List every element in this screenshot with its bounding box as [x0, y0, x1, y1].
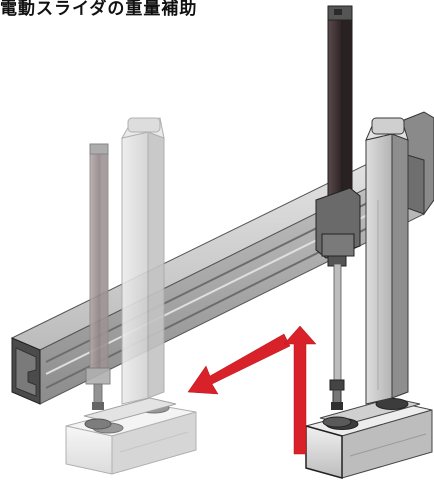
slider-rod — [333, 263, 342, 383]
lift-arrow — [283, 325, 317, 455]
ghost-assembly — [65, 117, 197, 475]
support-column — [365, 133, 393, 405]
active-assembly — [304, 5, 433, 479]
move-arrow — [187, 333, 291, 395]
arrow-icon — [283, 325, 317, 455]
caption: 電動スライダの重量補助 — [0, 0, 198, 19]
ghost-column — [121, 131, 149, 405]
rail-top-face — [10, 149, 426, 351]
arrow-icon — [187, 333, 291, 395]
ghost-slider — [89, 145, 101, 377]
